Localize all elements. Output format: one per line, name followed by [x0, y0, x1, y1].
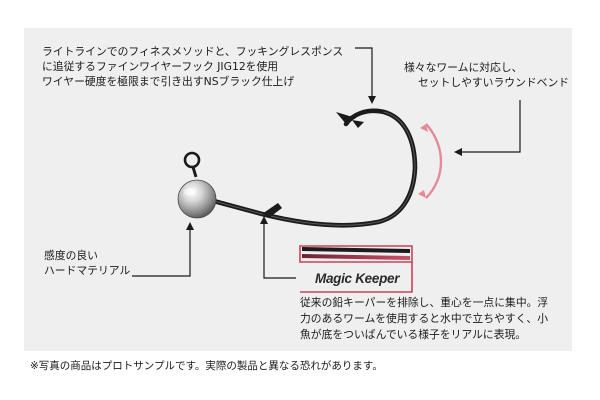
- callout-hard-material: 感度の良い ハードマテリアル: [44, 248, 130, 278]
- hook: [207, 108, 418, 228]
- diagram-panel: [24, 28, 572, 351]
- callout-line: ライトラインでのフィネスメソッドと、フッキングレスポンス: [42, 45, 344, 58]
- callout-leader-hook: [355, 47, 376, 104]
- callout-leader-head: [132, 222, 194, 277]
- callout-line: 従来の鉛キーパーを排除し、重心を一点に集中。浮: [300, 296, 549, 309]
- jig-head: [177, 179, 217, 219]
- magic-keeper-label: Magic Keeper: [315, 271, 400, 286]
- callout-line: 力のあるワームを使用すると水中で立ちやすく、小: [300, 312, 549, 325]
- callout-line: ハードマテリアル: [44, 264, 131, 277]
- callout-magic-keeper: 従来の鉛キーパーを排除し、重心を一点に集中。浮 力のあるワームを使用すると水中で…: [300, 295, 548, 343]
- magic-keeper-inset: [299, 245, 413, 293]
- round-bend-indicator: [418, 123, 443, 199]
- footnote: ※写真の商品はプロトサンプルです。実際の製品と異なる恐れがあります。: [30, 360, 383, 372]
- callout-leader-bend: [454, 100, 521, 156]
- hook-point: [336, 112, 356, 124]
- callout-line: に追従するファインワイヤーフック JIG12を使用: [42, 60, 279, 73]
- callout-leader-keeper: [260, 216, 296, 279]
- hook-barb: [352, 120, 364, 128]
- callout-line: 様々なワームに対応し、: [404, 61, 523, 74]
- callout-round-bend: 様々なワームに対応し、 セットしやすいラウンドベンド: [404, 60, 569, 90]
- callout-hook-description: ライトラインでのフィネスメソッドと、フッキングレスポンス に追従するファインワイ…: [42, 44, 343, 89]
- wire-keeper: [262, 203, 282, 217]
- line-eye: [183, 151, 201, 178]
- callout-line: セットしやすいラウンドベンド: [418, 76, 570, 89]
- callout-line: ワイヤー硬度を極限まで引き出すNSブラック仕上げ: [42, 75, 295, 88]
- callout-line: 魚が底をついばんでいる様子をリアルに表現。: [300, 328, 527, 341]
- callout-line: 感度の良い: [44, 249, 98, 262]
